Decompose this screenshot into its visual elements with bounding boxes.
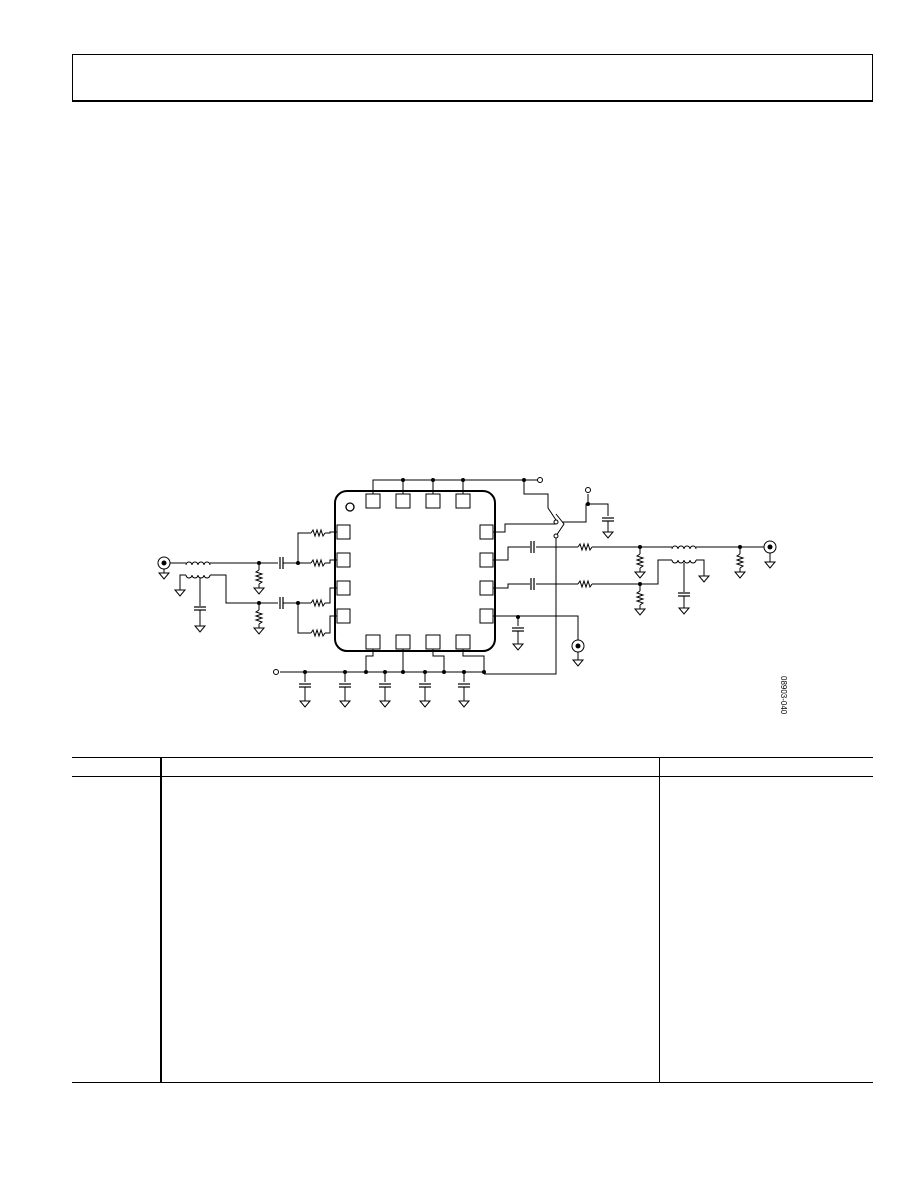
pad-top-2 [395, 493, 411, 509]
figure-id: 08903-040 [779, 676, 788, 715]
table-column-divider-1 [160, 757, 162, 1082]
top-supply-rail [372, 479, 538, 494]
pad-bottom-2 [395, 634, 411, 650]
table-column-divider-2 [659, 757, 660, 1082]
pad-top-4 [455, 493, 471, 509]
top-rail-terminal [537, 477, 543, 483]
pad-right-4 [479, 608, 494, 624]
pad-bottom-4 [455, 634, 471, 650]
pad-bottom-3 [425, 634, 441, 650]
pad-left-4 [336, 608, 351, 624]
pad-right-1 [479, 524, 494, 540]
pad-top-3 [425, 493, 441, 509]
pad-left-2 [336, 552, 351, 568]
pad-left-1 [336, 524, 351, 540]
table-bottom-rule [72, 1082, 873, 1083]
page-header-box [72, 54, 873, 102]
table-header-rule [72, 776, 873, 777]
chip-package [334, 490, 496, 652]
pad-right-3 [479, 580, 494, 596]
pad-bottom-1 [365, 634, 381, 650]
pin1-marker [345, 502, 355, 512]
table-top-rule [72, 757, 873, 758]
pad-right-2 [479, 552, 494, 568]
pad-left-3 [336, 580, 351, 596]
pad-top-1 [365, 493, 381, 509]
